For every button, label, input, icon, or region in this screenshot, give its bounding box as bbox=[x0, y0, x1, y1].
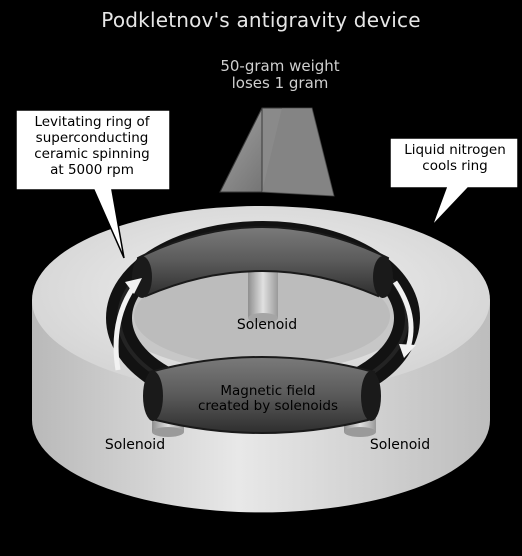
weight-label-line: 50-gram weight bbox=[220, 57, 340, 75]
magnetic-field-line: Magnetic field bbox=[220, 383, 316, 399]
callout-ring-line: superconducting bbox=[35, 130, 149, 146]
callout-nitrogen-text: Liquid nitrogen cools ring bbox=[392, 142, 518, 174]
diagram-title: Podkletnov's antigravity device bbox=[101, 8, 421, 32]
magnetic-field-label: Magnetic field created by solenoids bbox=[178, 384, 358, 414]
rotation-arrow-right bbox=[392, 280, 416, 358]
callout-ring-line: ceramic spinning bbox=[34, 146, 150, 162]
solenoid-label-right: Solenoid bbox=[369, 437, 431, 453]
callout-bubble-ring bbox=[15, 109, 171, 259]
solenoid-band-front bbox=[143, 356, 381, 434]
rotation-arrow-left bbox=[113, 278, 142, 371]
weight-label: 50-gram weight loses 1 gram bbox=[190, 58, 370, 92]
callout-nitrogen-line: cools ring bbox=[422, 158, 488, 174]
magnetic-field-line: created by solenoids bbox=[197, 398, 339, 414]
solenoid-label-back: Solenoid bbox=[236, 317, 298, 333]
callout-ring-line: Levitating ring of bbox=[34, 114, 150, 130]
callout-nitrogen-line: Liquid nitrogen bbox=[404, 142, 506, 158]
weight-block bbox=[219, 107, 335, 197]
solenoid-label-left: Solenoid bbox=[104, 437, 166, 453]
callout-ring-text: Levitating ring of superconducting ceram… bbox=[18, 114, 166, 178]
callout-bubble-nitrogen bbox=[389, 137, 519, 227]
callout-ring-line: at 5000 rpm bbox=[50, 162, 134, 178]
weight-label-line: loses 1 gram bbox=[231, 74, 329, 92]
